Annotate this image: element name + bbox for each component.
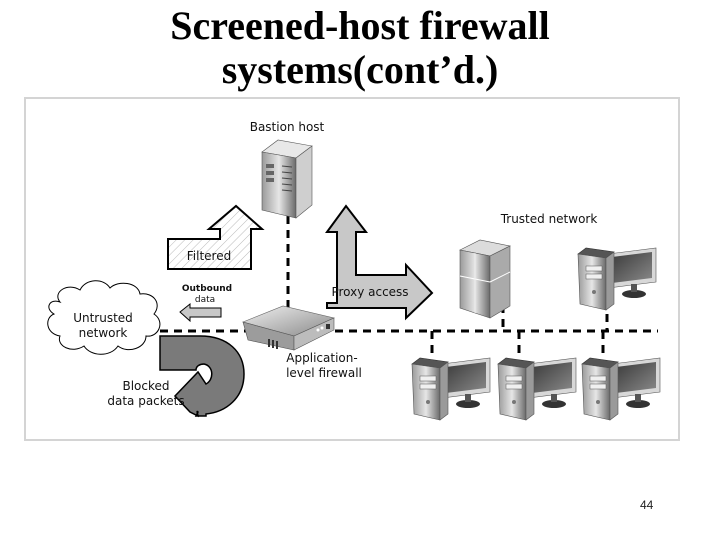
workstation-computer-icon (497, 357, 577, 421)
workstation-computer-icon (581, 357, 661, 421)
slide-title-line-1: Screened-host firewall (170, 3, 550, 48)
slide-title-line-2: systems(cont’d.) (221, 47, 499, 92)
blocked-packets-label-line-2: data packets (107, 394, 184, 408)
blocked-packets-arrow-icon (159, 335, 245, 418)
bastion-host-label: Bastion host (250, 120, 325, 134)
filtered-arrow-icon (167, 204, 265, 270)
application-firewall-appliance-icon (242, 305, 335, 351)
filtered-label: Filtered (187, 249, 231, 263)
application-firewall-label-line-1: Application- (286, 351, 357, 365)
untrusted-network-cloud-icon (47, 280, 161, 355)
application-firewall-label-line-2: level firewall (286, 366, 362, 380)
outbound-data-label-line-2: data (195, 295, 215, 305)
workstations-group (411, 247, 661, 421)
bastion-host-server-icon (261, 139, 313, 219)
outbound-data-label-line-1: Outbound (182, 284, 232, 294)
slide-title: Screened-host firewall systems(cont’d.) (0, 4, 720, 92)
trusted-network-server-icon (459, 239, 511, 319)
blocked-packets-label-line-1: Blocked (122, 379, 169, 393)
untrusted-network-label-line-1: Untrusted (73, 311, 133, 325)
untrusted-network-label-line-2: network (79, 326, 128, 340)
workstation-computer-icon (577, 247, 657, 311)
outbound-data-arrow-icon (179, 302, 222, 323)
workstation-computer-icon (411, 357, 491, 421)
trusted-network-label: Trusted network (500, 212, 598, 226)
proxy-access-arrow-icon (325, 204, 434, 321)
page-number: 44 (640, 498, 654, 512)
proxy-access-label: Proxy access (331, 285, 408, 299)
